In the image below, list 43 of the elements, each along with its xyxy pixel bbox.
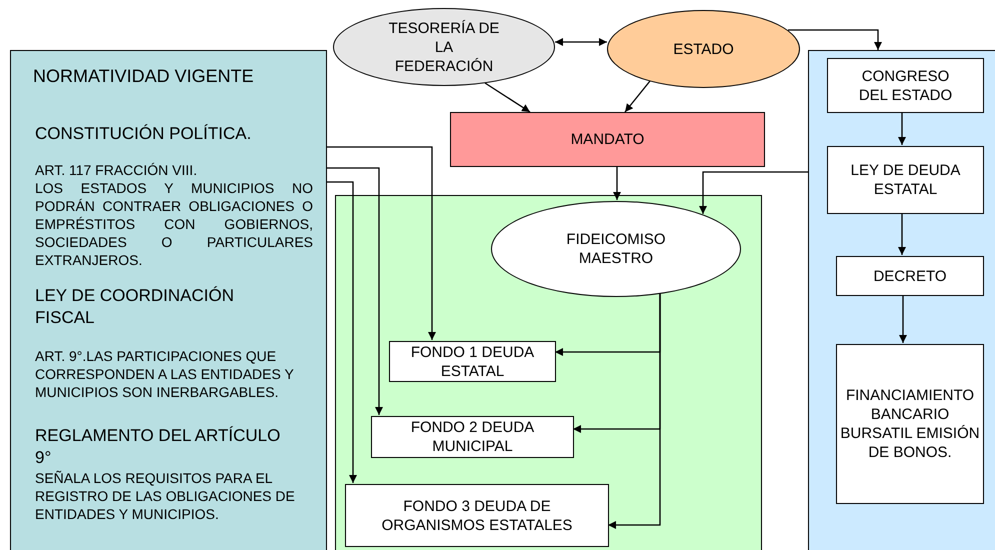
arrow [613,167,621,200]
node-text: FINANCIAMIENTO BANCARIO BURSATIL EMISIÓN DE BONOS. [839,386,981,462]
arrow [899,295,907,343]
node-text: ESTADO [672,40,735,58]
arrow [327,167,383,415]
node-text: DECRETO [872,266,948,286]
process-box [836,344,984,504]
node-text: FONDO 3 DEUDA DE ORGANISMOS ESTATALES [380,496,574,534]
node-text: FONDO 2 DEUDA MUNICIPAL [410,418,536,456]
arrow [699,171,808,214]
node-text: LEY DE DEUDA ESTATAL [850,161,962,199]
process-box [827,58,984,113]
arrow [484,82,530,113]
panel-text: CONSTITUCIÓN POLÍTICA. [35,123,252,145]
process-box [827,146,984,214]
process-box [389,341,556,382]
arrow [624,80,650,112]
panel-text: LEY DE COORDINACIÓN FISCAL [35,285,236,329]
group-panel [335,195,762,550]
arrow [788,29,882,50]
arrow [327,181,357,483]
node-text: FIDEICOMISO MAESTRO [565,230,667,268]
panel [10,50,327,550]
node-text: CONGRESO DEL ESTADO [858,66,954,104]
node-text: FONDO 1 DEUDA ESTATAL [410,342,536,380]
node-text: MANDATO [570,130,646,149]
group-panel [808,50,995,550]
arrow [608,293,661,529]
panel-text: LOS ESTADOS Y MUNICIPIOS NO PODRÁN CONTRAER OBLIGACIONES O EMPRÉSTITOS CON GOBIERNOS, SOCIEDADES O PARTICULARES EXTRANJEROS. [35,179,313,269]
panel-text: ART. 117 FRACCIÓN VIII. [35,161,198,179]
panel-text: REGLAMENTO DEL ARTÍCULO 9° [35,425,282,469]
arrow [555,38,607,46]
process-box [836,256,984,296]
panel-text: NORMATIVIDAD VIGENTE [33,65,255,88]
process-box [450,112,765,167]
arrow [327,146,436,340]
panel-text: SEÑALA LOS REQUISITOS PARA EL REGISTRO DE LAS OBLIGACIONES DE ENTIDADES Y MUNICIPIOS. [35,469,296,523]
process-box [371,416,574,458]
node-text: TESORERÍA DE LA FEDERACIÓN [388,18,500,76]
process-box [345,484,609,547]
arrow [898,112,906,145]
arrow [898,213,906,255]
panel-text: ART. 9°.LAS PARTICIPACIONES QUE CORRESPONDEN A LAS ENTIDADES Y MUNICIPIOS SON INERBARGABLES. [35,347,295,401]
